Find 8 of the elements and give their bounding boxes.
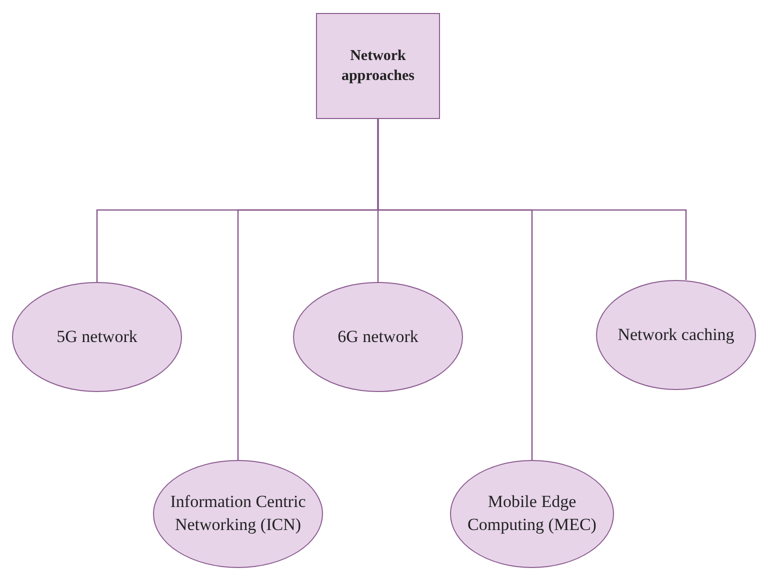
node-label: Network approaches (340, 46, 416, 86)
node-label: Information Centric Networking (ICN) (169, 491, 307, 536)
node-label: Mobile Edge Computing (MEC) (466, 491, 598, 536)
connector-line (377, 119, 687, 280)
node-label: Network caching (616, 324, 736, 346)
node-label: 6G network (336, 326, 420, 348)
node-label: 5G network (56, 326, 138, 348)
root-box (316, 13, 440, 119)
